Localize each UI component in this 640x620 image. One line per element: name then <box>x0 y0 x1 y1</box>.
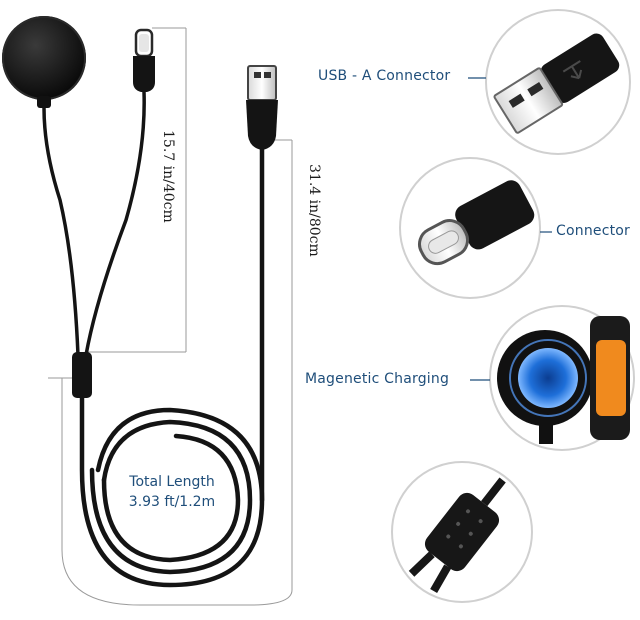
total-length-label: Total Length <box>129 474 215 490</box>
detail-splitter <box>391 461 533 603</box>
usb-a-plug <box>246 65 278 150</box>
detail-magnetic <box>489 305 635 451</box>
detail-usb-c <box>399 157 541 299</box>
dimension-long-cable: 31.4 in/80cm <box>306 164 322 257</box>
cables <box>42 90 265 588</box>
total-length-block: Total Length 3.93 ft/1.2m <box>112 472 232 512</box>
callout-usb-a-connector: USB - A Connector <box>318 68 451 84</box>
callout-connector: Connector <box>556 223 631 239</box>
callout-leaders <box>468 77 552 381</box>
charging-pad <box>2 16 86 108</box>
dimension-short-cable: 15.7 in/40cm <box>160 130 176 223</box>
callout-magnetic-charging: Magenetic Charging <box>305 371 450 387</box>
total-length-value: 3.93 ft/1.2m <box>128 494 216 510</box>
dimension-lines <box>48 27 293 606</box>
usb-c-plug <box>133 28 155 92</box>
y-splitter <box>72 352 92 398</box>
detail-usb-a <box>485 9 631 155</box>
